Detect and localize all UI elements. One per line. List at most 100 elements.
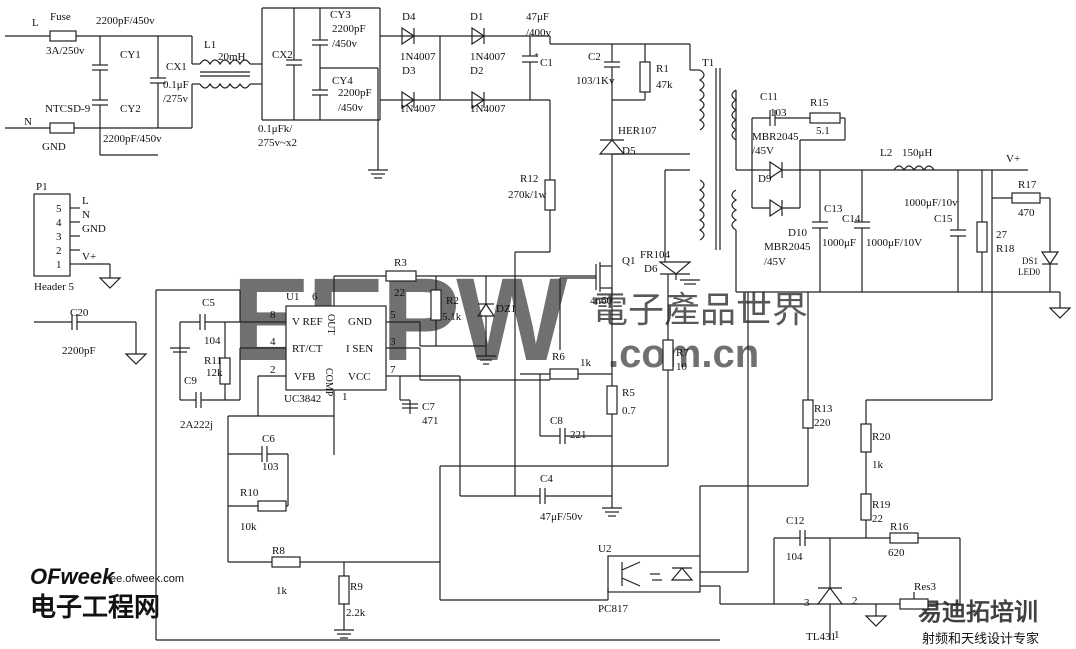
bridge-rectifier: D4 1N4007 D1 1N4007 D3 1N4007 D2 1N4007 … [379,8,690,120]
resistor-r3 [385,270,417,282]
pin-comp: COMP [323,368,334,397]
label-c6: C6 [262,433,275,445]
label-uc: UC3842 [284,393,321,405]
label-c7: C7 [422,401,435,413]
label-tl1: 1 [834,629,840,641]
resistor-r10 [257,500,287,512]
label-r20-val: 1k [872,459,884,471]
label-d6: D6 [644,263,658,275]
label-r15-val: 5.1 [816,125,830,137]
pin-5: 5 [56,203,62,215]
resistor-res3 [899,598,929,610]
label-mbr1-v: /45V [752,145,774,157]
label-cx1-v1: 0.1μF [163,79,189,91]
pin-gnd: GND [82,223,106,235]
label-c12: C12 [786,515,804,527]
ofweek-cn: 电子工程网 [30,593,160,623]
label-c2-val: 103/1Kv [576,75,615,87]
label-r5-val: 0.7 [622,405,636,417]
pin-out: OUT [325,314,336,335]
label-r1: R1 [656,63,669,75]
label-l2-val: 150μH [902,147,932,159]
resistor-r17 [1011,192,1041,204]
label-her: HER107 [618,125,657,137]
label-r1-val: 47k [656,79,673,91]
label-n: N [24,116,32,128]
label-pc817: PC817 [598,603,628,615]
transformer-t1: T1 [690,57,760,292]
pin-num-6: 6 [312,291,318,303]
label-tl2: 2 [852,595,858,607]
resistor-r1 [639,61,651,93]
label-u2: U2 [598,543,611,555]
cn-brand-watermark: 電子產品世界 [592,290,808,331]
label-c4-val: 47μF/50v [540,511,583,523]
resistor-r6 [549,368,579,380]
label-d1: D1 [470,11,483,23]
label-c13-val: 1000μF [822,237,856,249]
label-c14-val: 1000μF/10V [866,237,922,249]
resistor-r15 [809,112,841,124]
yidi-logo: 易迪拓培训 [918,598,1038,626]
label-c5-val: 104 [204,335,221,347]
label-cy3: CY3 [330,9,351,21]
label-r3: R3 [394,257,407,269]
label-r7: R7 [676,347,689,359]
resistor-r13 [802,399,814,429]
label-c8: C8 [550,415,563,427]
resistor-r16 [889,532,919,544]
label-r2: R2 [446,295,459,307]
resistor-r9 [338,575,350,605]
label-mbr2-v: /45V [764,256,786,268]
label-c15: C15 [934,213,953,225]
label-r12: R12 [520,173,538,185]
label-r11: R11 [204,355,222,367]
label-c15-val: 1000μF/10v [904,197,958,209]
pin-vplus: V+ [82,251,96,263]
label-r20: R20 [872,431,891,443]
label-fuse-val: 3A/250v [46,45,85,57]
label-c11-val: 103 [770,107,787,119]
label-r10-val: 10k [240,521,257,533]
pin-num-3: 3 [390,336,396,348]
gate-drive: R3 22 R2 5.1k DZ1 [385,257,596,365]
label-r5: R5 [622,387,635,399]
label-in4007-b: 1N4007 [470,51,506,63]
label-r19: R19 [872,499,891,511]
label-cy4-v2: /450v [338,102,364,114]
label-fr104: FR104 [640,249,670,261]
label-r19-val: 22 [872,513,883,525]
label-c5: C5 [202,297,215,309]
header-p1: P1 Header 5 5 4 3 2 1 L N GND V+ [33,181,122,293]
label-d5: D5 [622,145,636,157]
fuse [49,30,77,42]
label-hdr: Header 5 [34,281,75,293]
current-sense: R6 1k R5 0.7 C8 221 [419,340,636,517]
label-c2: C2 [588,51,601,63]
pin-vref: V REF [292,316,323,328]
tl431-reference: 3 2 1 TL431 Res3 [774,574,960,643]
c4: C7 471 C4 47μF/50v [399,375,612,523]
label-c20-val: 2200pF [62,345,96,357]
resistor-r8 [271,556,301,568]
pin-num-7: 7 [390,364,396,376]
primary-snubber: C2 103/1Kv R1 47k HER107 D5 [576,44,691,300]
label-r11-val: 12k [206,367,223,379]
label-r3-val: 22 [394,287,405,299]
label-r13-val: 220 [814,417,831,429]
label-q1: Q1 [622,255,635,267]
mosfet-stage: R12 270k/1w Q1 4n60 FR104 D6 R7 10 [440,100,700,496]
label-in4007-c: 1N4007 [400,103,436,115]
label-c1: C1 [540,57,553,69]
optocoupler-u2: U2 PC817 [598,543,774,615]
label-fuse: Fuse [50,11,71,23]
yidi-sub: 射频和天线设计专家 [922,631,1039,647]
label-r9: R9 [350,581,363,593]
pin-vcc: VCC [348,371,371,383]
label-p1: P1 [36,181,48,193]
label-c20: C20 [70,307,89,319]
label-r17-val: 470 [1018,207,1035,219]
label-r10: R10 [240,487,259,499]
label-d2: D2 [470,65,483,77]
